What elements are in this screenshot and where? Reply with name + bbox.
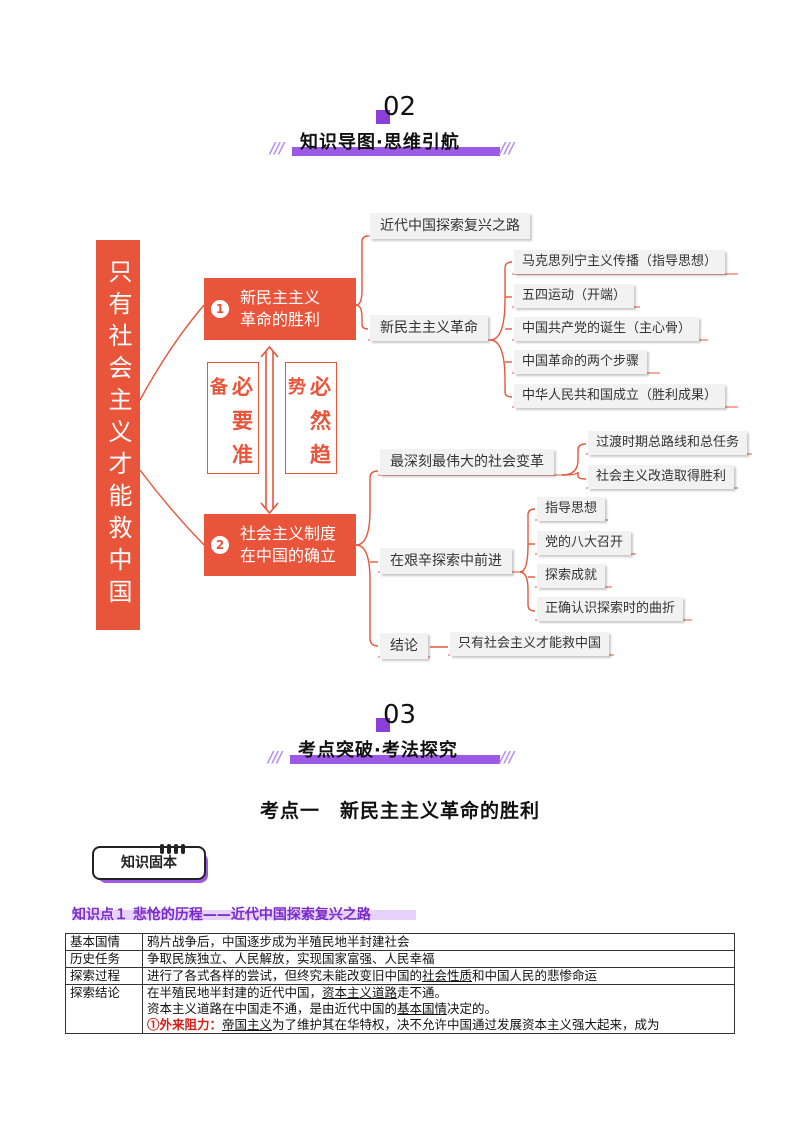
mindmap-branch-1: 1 新民主主义 革命的胜利 — [204, 278, 356, 340]
text-run: 进行了各式各样的尝试，但终究未能改变旧中国的 — [147, 968, 423, 983]
branch-number-2: 2 — [211, 536, 229, 554]
text-run: 决定的。 — [447, 1001, 498, 1016]
section-number-marker — [376, 718, 390, 732]
table-cell-key: 探索结论 — [65, 984, 143, 1034]
underlined-term: 资本主义道路 — [322, 985, 398, 1000]
section-slash-left: /// — [270, 139, 284, 157]
mindmap-leaf-b2a-1: 过渡时期总路线和总任务 — [588, 431, 748, 455]
table-cell-value: 争取民族独立、人民解放，实现国家富强、人民幸福 — [142, 950, 735, 968]
bidirectional-arrow-icon — [260, 345, 279, 515]
text-run: 在半殖民地半封建的近代中国， — [147, 985, 323, 1000]
mindmap-leaf-b1-2: 五四运动（开端） — [514, 284, 635, 308]
mindmap-leaf-b1-3: 中国共产党的诞生（主心骨） — [514, 317, 700, 341]
side-right-char-a: 势 — [288, 377, 306, 398]
mindmap-root-label: 只有社会主义才能救中国 — [104, 259, 132, 611]
mindmap-leaf-b2c-1: 只有社会主义才能救中国 — [450, 632, 610, 656]
branch-number-1: 1 — [211, 300, 229, 318]
knowledge-point-highlight — [72, 910, 416, 920]
mindmap-node-b2-child3: 结论 — [380, 633, 428, 659]
section-number: 03 — [383, 700, 417, 730]
table-cell-key: 历史任务 — [65, 950, 143, 968]
section-slash-right: /// — [500, 139, 514, 157]
section-slash-left: /// — [268, 748, 282, 766]
branch-1-line2: 革命的胜利 — [240, 310, 321, 329]
text-run: 为了维护其在华特权，决不允许中国通过发展资本主义强大起来，成为 — [272, 1017, 660, 1032]
side-left-char-d: 准 — [232, 443, 253, 467]
mindmap-node-b2-child2: 在艰辛探索中前进 — [380, 548, 512, 574]
branch-1-line1: 新民主主义 — [240, 288, 321, 307]
section-number-marker — [376, 110, 390, 124]
side-box-right: 势 必 然 趋 — [285, 362, 337, 474]
mindmap-leaf-b1-4: 中国革命的两个步骤 — [514, 350, 648, 374]
table-cell-value: 鸦片战争后，中国逐步成为半殖民地半封建社会 — [142, 933, 735, 951]
highlight-label: ①外来阻力： — [147, 1017, 223, 1032]
mindmap-leaf-b2b-2: 党的八大召开 — [537, 531, 632, 555]
knowledge-badge: 知识固本 — [92, 846, 206, 880]
mindmap-leaf-b2b-4: 正确认识探索时的曲折 — [537, 597, 684, 621]
mindmap-leaf-b2b-1: 指导思想 — [537, 497, 606, 521]
mindmap-node-b2-child1: 最深刻最伟大的社会变革 — [380, 449, 554, 475]
section-title: 考点突破·考法探究 — [298, 740, 458, 761]
side-right-char-c: 然 — [310, 409, 331, 433]
conclusion-line-2: 资本主义道路在中国走不通，是由近代中国的基本国情决定的。 — [147, 1001, 730, 1017]
kaodian-title: 考点一 新民主主义革命的胜利 — [259, 800, 540, 822]
section-title: 知识导图·思维引航 — [300, 132, 460, 153]
branch-2-line1: 社会主义制度 — [240, 524, 337, 543]
branch-2-label: 社会主义制度 在中国的确立 — [240, 523, 336, 567]
table-row: 历史任务 争取民族独立、人民解放，实现国家富强、人民幸福 — [65, 950, 735, 968]
mindmap-leaf-b2a-2: 社会主义改造取得胜利 — [588, 465, 735, 489]
section-title-underline — [290, 755, 500, 764]
underlined-term: 基本国情 — [397, 1001, 448, 1016]
section-slash-right: /// — [500, 748, 514, 766]
text-run: 走不通。 — [397, 985, 448, 1000]
table-row: 探索过程 进行了各式各样的尝试，但终究未能改变旧中国的社会性质和中国人民的悲惨命… — [65, 967, 735, 985]
table-cell-key: 探索过程 — [65, 967, 143, 985]
mindmap-leaf-b1-5: 中华人民共和国成立（胜利成果） — [514, 384, 726, 408]
side-right-char-d: 趋 — [310, 443, 331, 467]
branch-1-label: 新民主主义 革命的胜利 — [240, 287, 320, 331]
mindmap-leaf-b1-1: 马克思列宁主义传播（指导思想） — [514, 250, 726, 274]
section-number: 02 — [383, 92, 417, 122]
table-row: 基本国情 鸦片战争后，中国逐步成为半殖民地半封建社会 — [65, 933, 735, 951]
side-left-char-a: 备 — [210, 377, 228, 398]
table-cell-value: 在半殖民地半封建的近代中国，资本主义道路走不通。 资本主义道路在中国走不通，是由… — [142, 984, 735, 1034]
underlined-term: 帝国主义 — [222, 1017, 273, 1032]
side-right-char-b: 必 — [310, 375, 331, 399]
branch-2-line2: 在中国的确立 — [240, 546, 337, 565]
table-cell-value: 进行了各式各样的尝试，但终究未能改变旧中国的社会性质和中国人民的悲惨命运 — [142, 967, 735, 985]
side-left-char-c: 要 — [232, 409, 253, 433]
section-title-underline — [292, 147, 500, 156]
mindmap-node-b1-child2: 新民主主义革命 — [370, 315, 488, 341]
side-box-left: 备 必 要 准 — [207, 362, 259, 474]
mindmap-root: 只有社会主义才能救中国 — [96, 240, 140, 630]
knowledge-point-title: 知识点１ 悲怆的历程——近代中国探索复兴之路 — [72, 907, 371, 923]
text-run: 资本主义道路在中国走不通，是由近代中国的 — [147, 1001, 398, 1016]
mindmap-node-b1-child1: 近代中国探索复兴之路 — [370, 213, 530, 239]
table-row: 探索结论 在半殖民地半封建的近代中国，资本主义道路走不通。 资本主义道路在中国走… — [65, 984, 735, 1034]
mindmap-leaf-b2b-3: 探索成就 — [537, 564, 606, 588]
notebook-rings-icon — [160, 839, 194, 854]
side-left-char-b: 必 — [232, 375, 253, 399]
conclusion-line-3: ①外来阻力：帝国主义为了维护其在华特权，决不允许中国通过发展资本主义强大起来，成… — [147, 1017, 730, 1033]
table-cell-key: 基本国情 — [65, 933, 143, 951]
mindmap-branch-2: 2 社会主义制度 在中国的确立 — [204, 514, 356, 576]
conclusion-line-1: 在半殖民地半封建的近代中国，资本主义道路走不通。 — [147, 985, 730, 1001]
underlined-term: 社会性质 — [422, 968, 473, 983]
text-run: 和中国人民的悲惨命运 — [472, 968, 598, 983]
knowledge-table: 基本国情 鸦片战争后，中国逐步成为半殖民地半封建社会 历史任务 争取民族独立、人… — [65, 933, 735, 1034]
